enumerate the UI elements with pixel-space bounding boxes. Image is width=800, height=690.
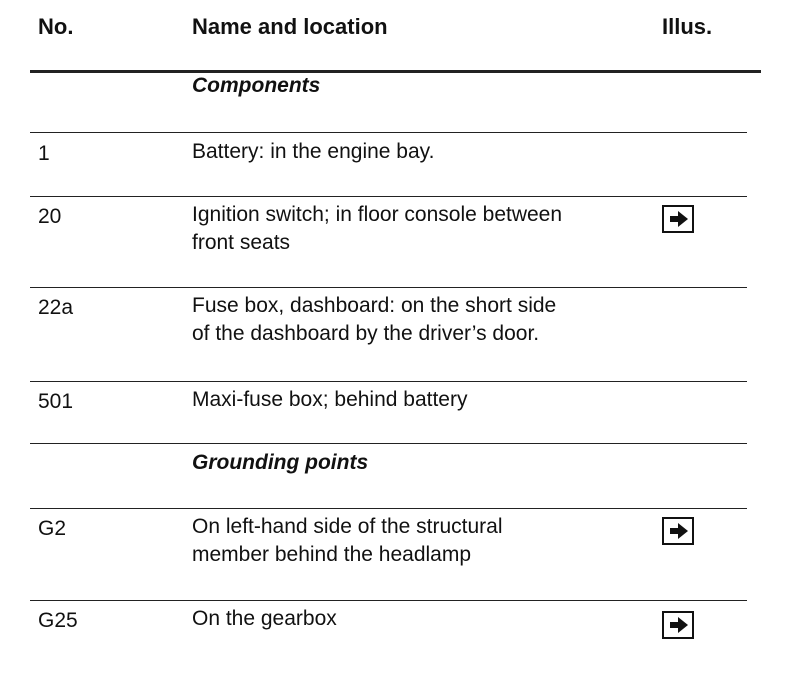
header-divider — [30, 70, 761, 73]
row-description-line: Maxi-fuse box; behind battery — [192, 388, 468, 411]
row-description-line: member behind the headlamp — [192, 543, 472, 566]
row-description-line: Ignition switch; in floor console betwee… — [192, 203, 563, 226]
column-header-name-location: Name and location — [192, 14, 388, 39]
row-number: G25 — [38, 609, 78, 632]
column-header-illus: Illus. — [662, 14, 713, 39]
row-description: On left-hand side of the structural memb… — [192, 513, 503, 569]
row-description-line: Battery: in the engine bay. — [192, 140, 435, 163]
arrow-right-icon[interactable] — [662, 205, 694, 233]
arrow-right-icon[interactable] — [662, 517, 694, 545]
row-number: 20 — [38, 205, 62, 228]
row-description: On the gearbox — [192, 605, 337, 633]
section-heading-grounding-points: Grounding points — [192, 451, 369, 474]
row-description-line: of the dashboard by the driver’s door. — [192, 322, 540, 345]
row-description-line: front seats — [192, 231, 291, 254]
row-divider — [30, 381, 747, 382]
row-description: Battery: in the engine bay. — [192, 138, 434, 166]
row-number: G2 — [38, 517, 67, 540]
row-description: Ignition switch; in floor console betwee… — [192, 201, 562, 257]
section-heading-components: Components — [192, 74, 321, 97]
arrow-right-icon[interactable] — [662, 611, 694, 639]
row-description-line: Fuse box, dashboard: on the short side — [192, 294, 557, 317]
row-description: Fuse box, dashboard: on the short side o… — [192, 292, 556, 348]
row-divider — [30, 443, 747, 444]
row-divider — [30, 600, 747, 601]
column-header-no: No. — [38, 14, 74, 39]
row-divider — [30, 196, 747, 197]
row-description-line: On left-hand side of the structural — [192, 515, 503, 538]
row-divider — [30, 132, 747, 133]
row-description: Maxi-fuse box; behind battery — [192, 386, 467, 414]
row-divider — [30, 287, 747, 288]
row-description-line: On the gearbox — [192, 607, 337, 630]
row-divider — [30, 508, 747, 509]
row-number: 1 — [38, 142, 50, 165]
row-number: 501 — [38, 390, 74, 413]
row-number: 22a — [38, 296, 74, 319]
